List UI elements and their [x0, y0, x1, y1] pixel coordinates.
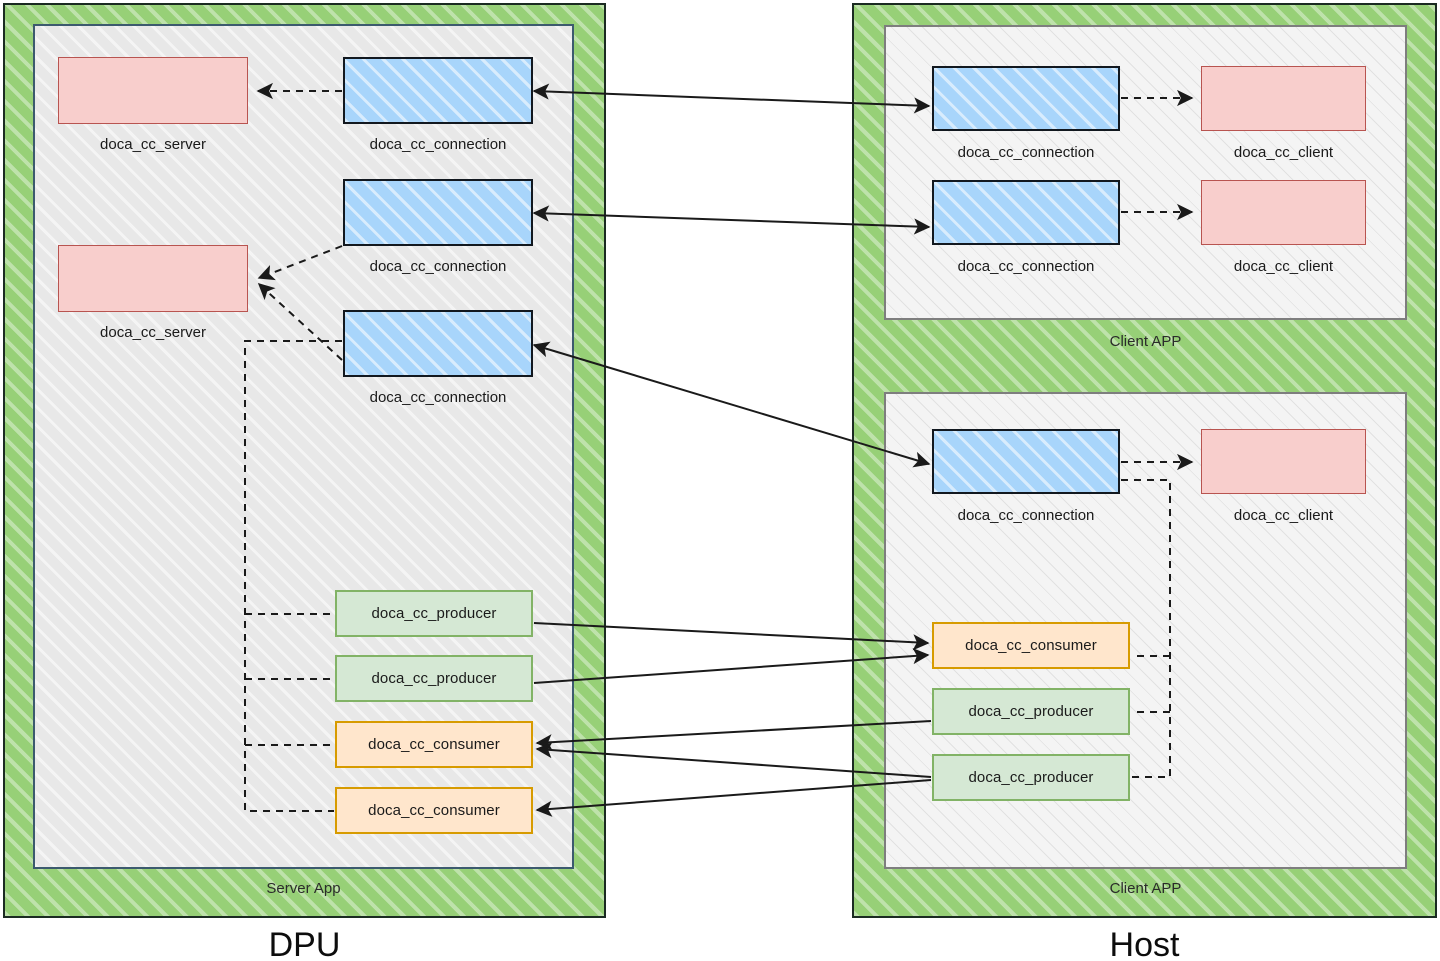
- host-client-2-caption: doca_cc_client: [1233, 258, 1334, 275]
- host-producer-1[interactable]: doca_cc_producer: [932, 688, 1130, 735]
- host-client-2[interactable]: [1201, 180, 1366, 245]
- dpu-server-2-caption: doca_cc_server: [100, 324, 206, 341]
- dpu-producer-2[interactable]: doca_cc_producer: [335, 655, 533, 702]
- client-app-top-label: Client APP: [1109, 333, 1182, 350]
- host-connection-2-caption: doca_cc_connection: [957, 258, 1095, 275]
- dpu-consumer-1[interactable]: doca_cc_consumer: [335, 721, 533, 768]
- dpu-server-1[interactable]: [58, 57, 248, 124]
- host-connection-1-caption: doca_cc_connection: [957, 144, 1095, 161]
- host-client-3[interactable]: [1201, 429, 1366, 494]
- dpu-connection-1[interactable]: [343, 57, 533, 124]
- dpu-connection-1-caption: doca_cc_connection: [369, 136, 507, 153]
- dpu-connection-2[interactable]: [343, 179, 533, 246]
- server-app-label: Server App: [266, 880, 341, 897]
- host-client-1-caption: doca_cc_client: [1233, 144, 1334, 161]
- dpu-connection-3-caption: doca_cc_connection: [369, 389, 507, 406]
- dpu-connection-2-caption: doca_cc_connection: [369, 258, 507, 275]
- dpu-consumer-2[interactable]: doca_cc_consumer: [335, 787, 533, 834]
- host-connection-1[interactable]: [932, 66, 1120, 131]
- host-consumer-1[interactable]: doca_cc_consumer: [932, 622, 1130, 669]
- dpu-connection-3[interactable]: [343, 310, 533, 377]
- host-connection-3-caption: doca_cc_connection: [957, 507, 1095, 524]
- dpu-server-2[interactable]: [58, 245, 248, 312]
- host-connection-3[interactable]: [932, 429, 1120, 494]
- host-client-3-caption: doca_cc_client: [1233, 507, 1334, 524]
- host-connection-2[interactable]: [932, 180, 1120, 245]
- client-app-bottom-label: Client APP: [1109, 880, 1182, 897]
- host-producer-2[interactable]: doca_cc_producer: [932, 754, 1130, 801]
- host-client-1[interactable]: [1201, 66, 1366, 131]
- dpu-title: DPU: [268, 926, 341, 961]
- host-title: Host: [1109, 926, 1180, 961]
- dpu-server-1-caption: doca_cc_server: [100, 136, 206, 153]
- dpu-producer-1[interactable]: doca_cc_producer: [335, 590, 533, 637]
